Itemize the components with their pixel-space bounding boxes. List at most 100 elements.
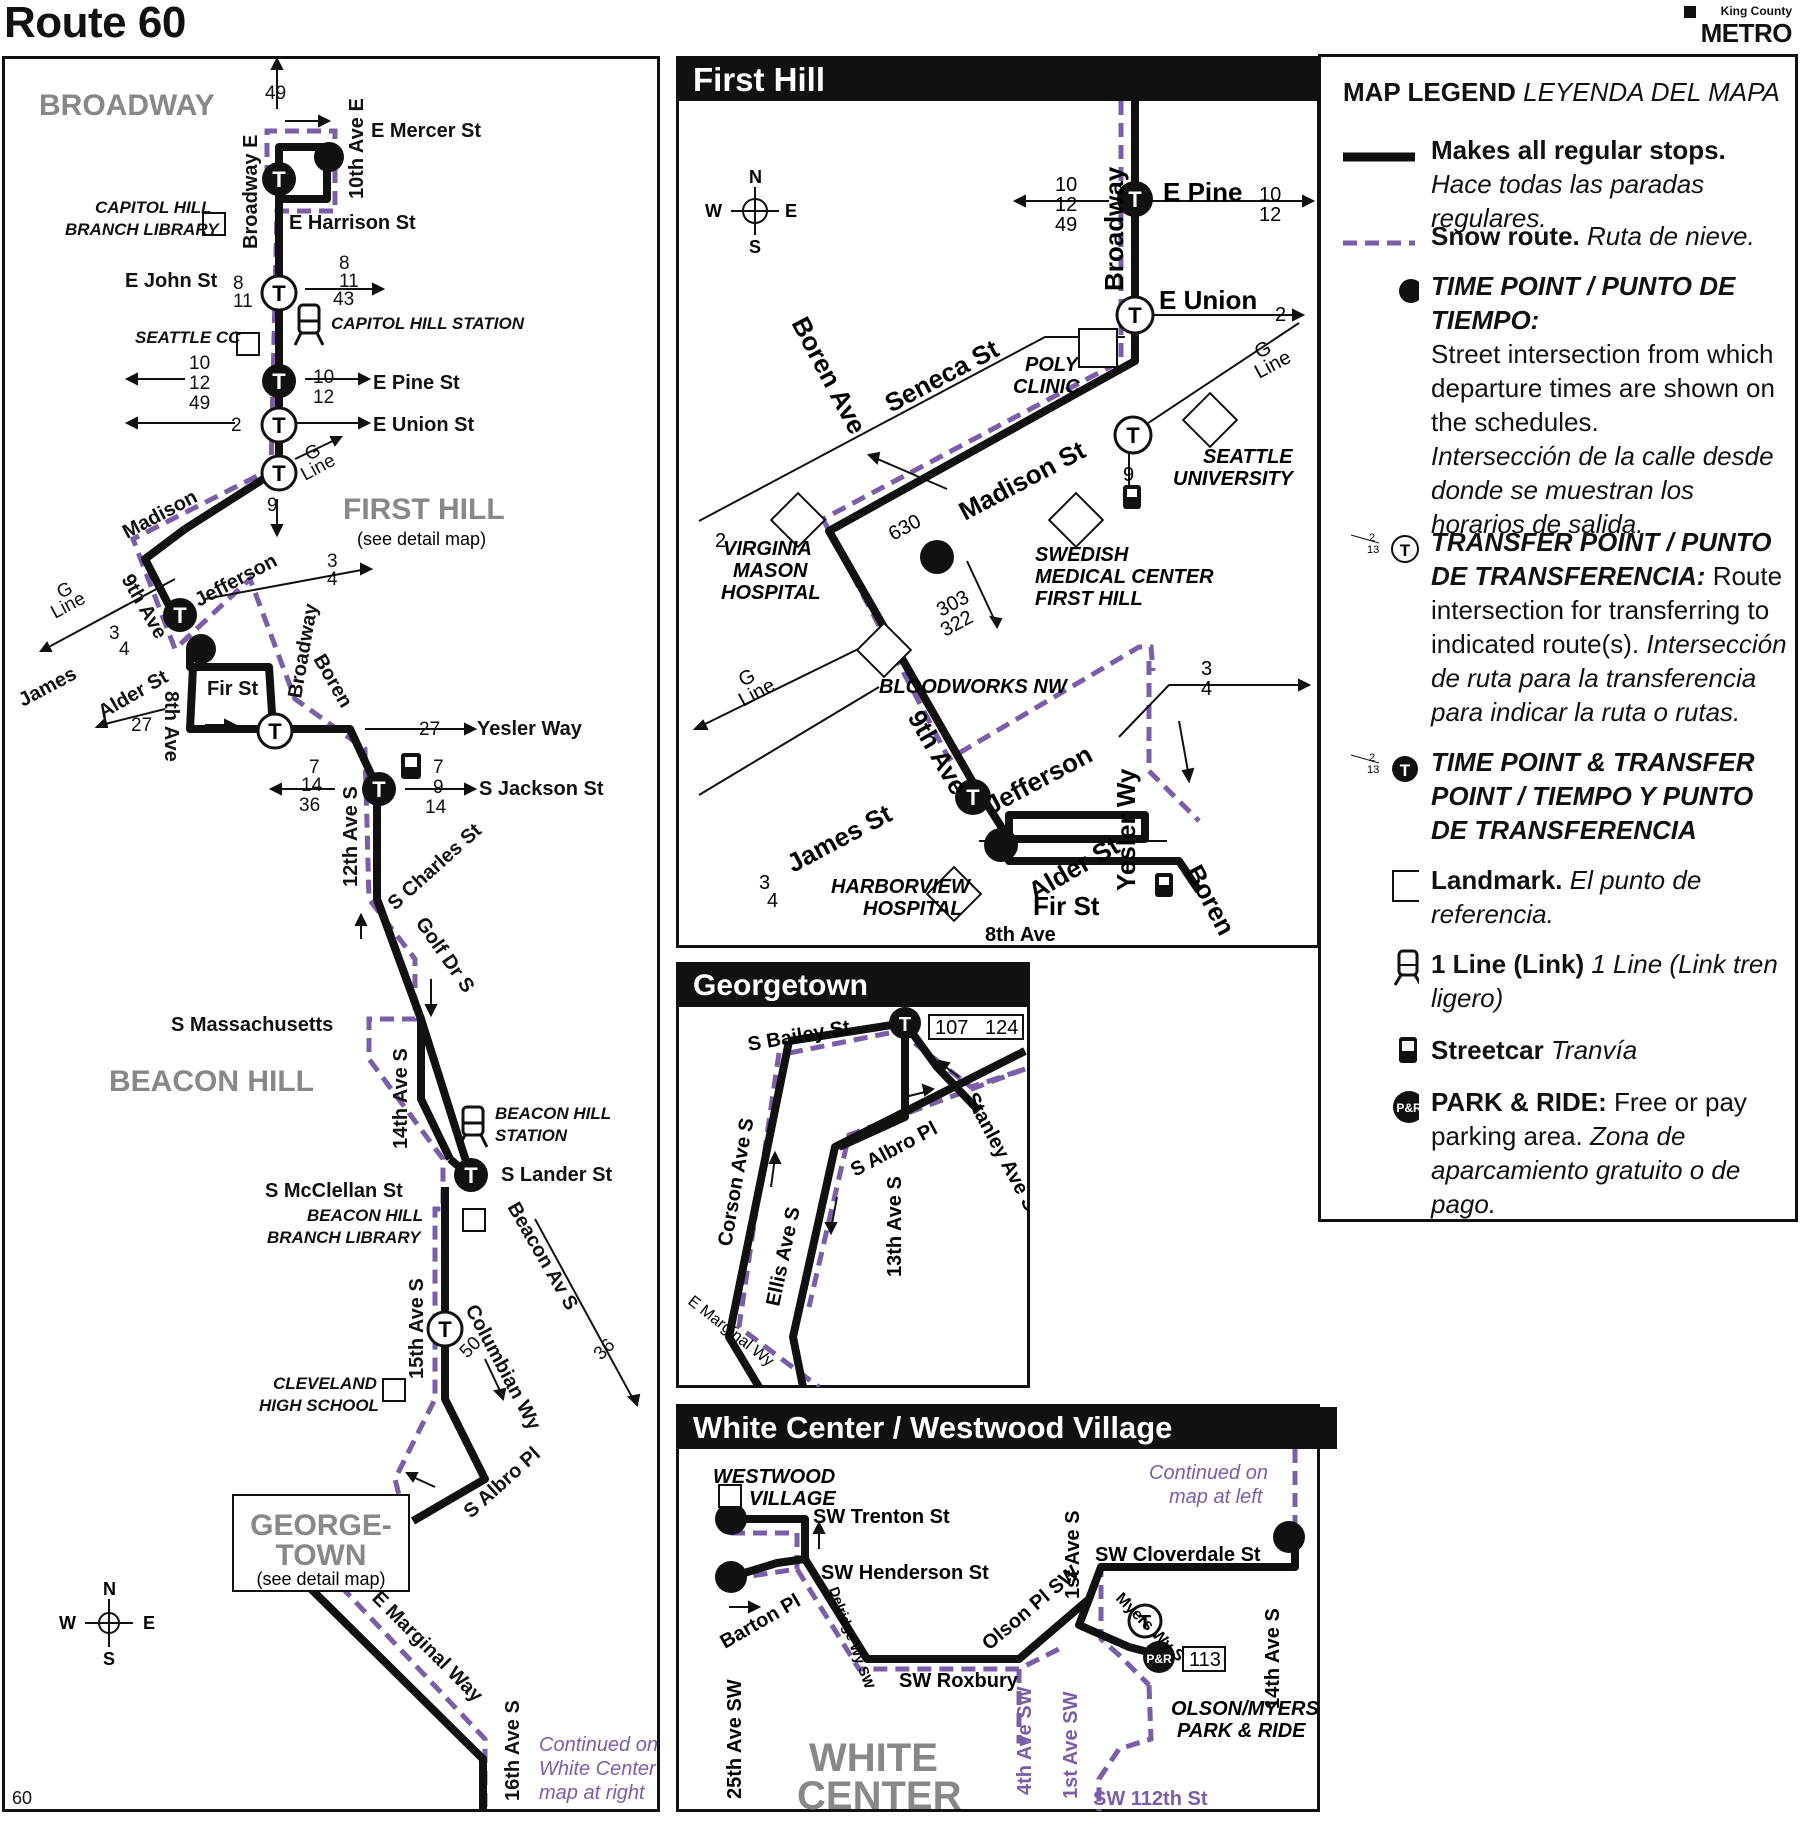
svg-text:CLINIC: CLINIC [1013,376,1080,398]
svg-text:49: 49 [1055,214,1077,236]
street-label: Golf Dr S [411,913,479,997]
first-hill-map: First Hill T T [676,56,1320,948]
street-label: E Harrison St [289,212,416,234]
streetcar-icon [401,753,421,779]
svg-text:T: T [1139,1612,1151,1634]
svg-text:Seneca St: Seneca St [880,333,1004,418]
svg-text:49: 49 [189,393,210,414]
svg-text:12: 12 [1259,204,1281,226]
svg-text:WHITE: WHITE [809,1736,938,1780]
svg-text:27: 27 [419,719,440,740]
svg-text:10: 10 [1259,184,1281,206]
svg-text:MASON: MASON [733,560,808,582]
svg-text:E Union: E Union [1159,285,1257,315]
street-label: S Charles St [384,819,487,914]
svg-text:P&R: P&R [1146,1652,1172,1666]
street-label: 16th Ave S [502,1700,524,1801]
svg-text:CAPITOL HILL: CAPITOL HILL [95,198,212,217]
legend-item: Landmark. El punto de referencia. [1431,865,1702,929]
svg-text:T: T [966,785,980,810]
svg-text:Delridge Wy SW: Delridge Wy SW [826,1585,878,1692]
svg-text:T: T [272,461,286,486]
svg-text:T: T [272,281,286,306]
neighborhood-label: BROADWAY [39,89,215,122]
compass-icon: N S E W [705,167,797,257]
svg-text:Stanley Ave S: Stanley Ave S [961,1089,1027,1215]
svg-text:T: T [464,1163,478,1188]
legend-title: MAP LEGEND LEYENDA DEL MAPA [1343,77,1780,107]
street-label: Broadway E [240,135,262,249]
svg-text:Yesler Wy: Yesler Wy [1111,768,1141,891]
transfer-point-icon: T [256,712,294,750]
svg-text:2: 2 [231,415,242,436]
legend-item: TIME POINT / PUNTO DE TIEMPO: Street int… [1431,271,1775,539]
street-label: Yesler Way [477,718,583,740]
svg-text:Line: Line [47,588,89,623]
svg-text:2: 2 [1369,532,1375,544]
street-label: Fir St [207,678,258,700]
link-train-icon [293,303,325,346]
svg-text:SEATTLE CC: SEATTLE CC [135,328,241,347]
time-transfer-point-icon: T [454,1158,488,1192]
svg-text:4: 4 [119,639,130,660]
svg-text:S: S [103,1649,115,1669]
regular-stops-line-icon [1343,152,1415,162]
transfer-point-icon: T [260,454,298,492]
svg-text:W: W [705,201,722,221]
svg-text:Jefferson: Jefferson [980,739,1097,820]
white-center-map: White Center / Westwood Village T P&R 11… [676,1404,1337,1812]
svg-text:Continued on: Continued on [539,1734,657,1756]
neighborhood-label: FIRST HILL [343,493,505,526]
street-label: Boren [309,651,357,712]
street-label: E John St [125,270,218,292]
svg-text:13th Ave S: 13th Ave S [884,1176,906,1277]
park-and-ride-icon [1143,1641,1175,1673]
svg-text:map at left: map at left [1169,1486,1264,1508]
time-point-icon [1399,279,1419,303]
svg-text:113: 113 [1189,1649,1221,1671]
svg-text:SW 112th St: SW 112th St [1093,1788,1208,1810]
legend-item: PARK & RIDE: Free or pay parking area. Z… [1431,1087,1747,1219]
street-label: James [15,663,80,712]
route-title: Route 60 [4,0,186,47]
time-transfer-point-icon: 213 T [1350,752,1418,782]
legend-item: Makes all regular stops.Hace todas las p… [1431,135,1726,233]
street-label: 8th Ave [160,691,182,762]
legend-item: TIME POINT & TRANSFER POINT / TIEMPO Y P… [1431,747,1755,845]
street-label: Beacon Av S [503,1199,582,1315]
transfer-point-icon: T [260,274,298,312]
svg-text:T: T [438,1317,452,1342]
svg-text:SWEDISH: SWEDISH [1035,544,1129,566]
park-and-ride-icon: P&R [1393,1091,1419,1123]
street-label: S Lander St [501,1164,612,1186]
svg-text:P&R: P&R [1396,1101,1419,1115]
street-label: E Pine St [373,372,460,394]
svg-text:SW Roxbury: SW Roxbury [899,1670,1019,1692]
svg-text:4: 4 [327,569,338,590]
svg-text:2: 2 [715,530,726,552]
svg-text:Continued on: Continued on [1149,1462,1268,1484]
first-hill-title: First Hill [679,59,1317,101]
first-hill-svg: T T T T E Pine Broadway E Union Seneca S… [692,101,1316,946]
transfer-point-icon: T [260,406,298,444]
svg-text:49: 49 [265,83,286,104]
street-label: S Massachusetts [171,1014,333,1036]
street-label: Broadway [284,601,322,700]
svg-text:8th Ave: 8th Ave [985,924,1056,946]
street-label: E Mercer St [371,120,481,142]
time-point-icon [314,142,344,172]
compass-icon: N S E W [59,1579,155,1669]
svg-text:36: 36 [590,1335,620,1365]
svg-text:MEDICAL CENTER: MEDICAL CENTER [1035,566,1214,588]
svg-text:8: 8 [233,273,244,294]
overview-map: T T T T T T T T T T E Mercer St 10th Ave… [2,56,660,1812]
svg-text:T: T [272,369,286,394]
svg-text:HARBORVIEW: HARBORVIEW [831,876,972,898]
svg-text:BRANCH LIBRARY: BRANCH LIBRARY [65,220,220,239]
svg-text:HIGH SCHOOL: HIGH SCHOOL [259,1396,379,1415]
overview-map-svg: T T T T T T T T T T E Mercer St 10th Ave… [15,56,658,1809]
svg-text:BEACON HILL: BEACON HILL [495,1104,611,1123]
svg-text:7: 7 [309,757,320,778]
svg-text:124: 124 [985,1017,1018,1039]
svg-text:White Center: White Center [539,1758,657,1780]
